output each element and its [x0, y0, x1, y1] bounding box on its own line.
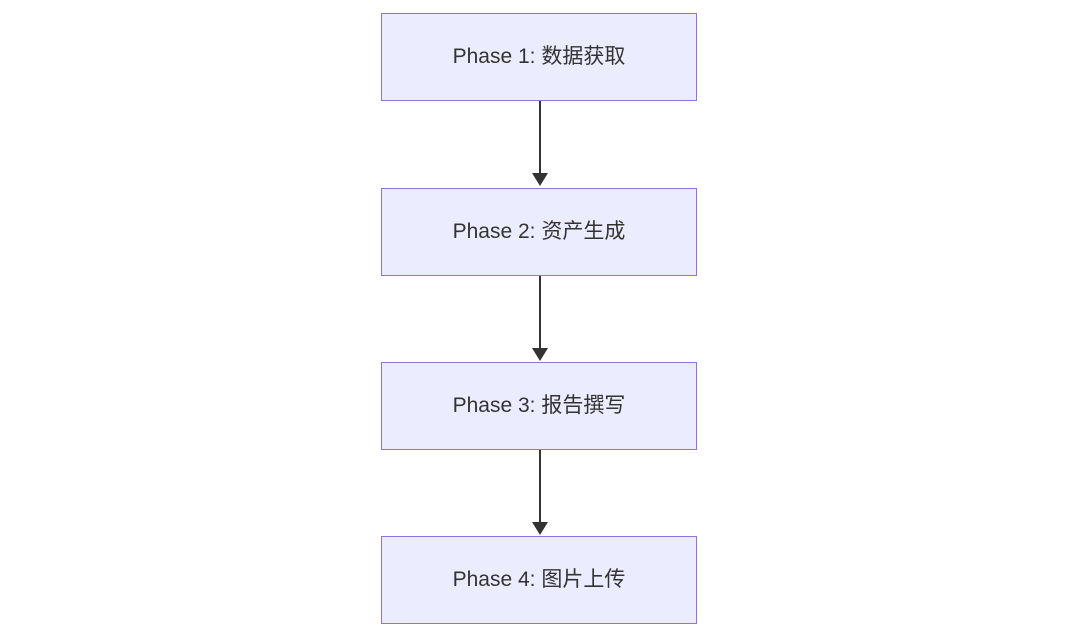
arrow-phase3-to-phase4	[532, 450, 548, 535]
flow-node-phase-3: Phase 3: 报告撰写	[381, 362, 697, 450]
arrow-head-icon	[532, 173, 548, 186]
arrow-head-icon	[532, 348, 548, 361]
flow-node-phase-1-label: Phase 1: 数据获取	[452, 45, 626, 69]
flow-node-phase-3-label: Phase 3: 报告撰写	[452, 394, 626, 418]
arrow-line	[539, 276, 541, 348]
flow-node-phase-4-label: Phase 4: 图片上传	[452, 568, 626, 592]
arrow-head-icon	[532, 522, 548, 535]
arrow-phase1-to-phase2	[532, 101, 548, 186]
flow-node-phase-2-label: Phase 2: 资产生成	[452, 220, 626, 244]
arrow-line	[539, 101, 541, 173]
flow-node-phase-2: Phase 2: 资产生成	[381, 188, 697, 276]
flow-node-phase-1: Phase 1: 数据获取	[381, 13, 697, 101]
arrow-line	[539, 450, 541, 522]
arrow-phase2-to-phase3	[532, 276, 548, 361]
flow-node-phase-4: Phase 4: 图片上传	[381, 536, 697, 624]
